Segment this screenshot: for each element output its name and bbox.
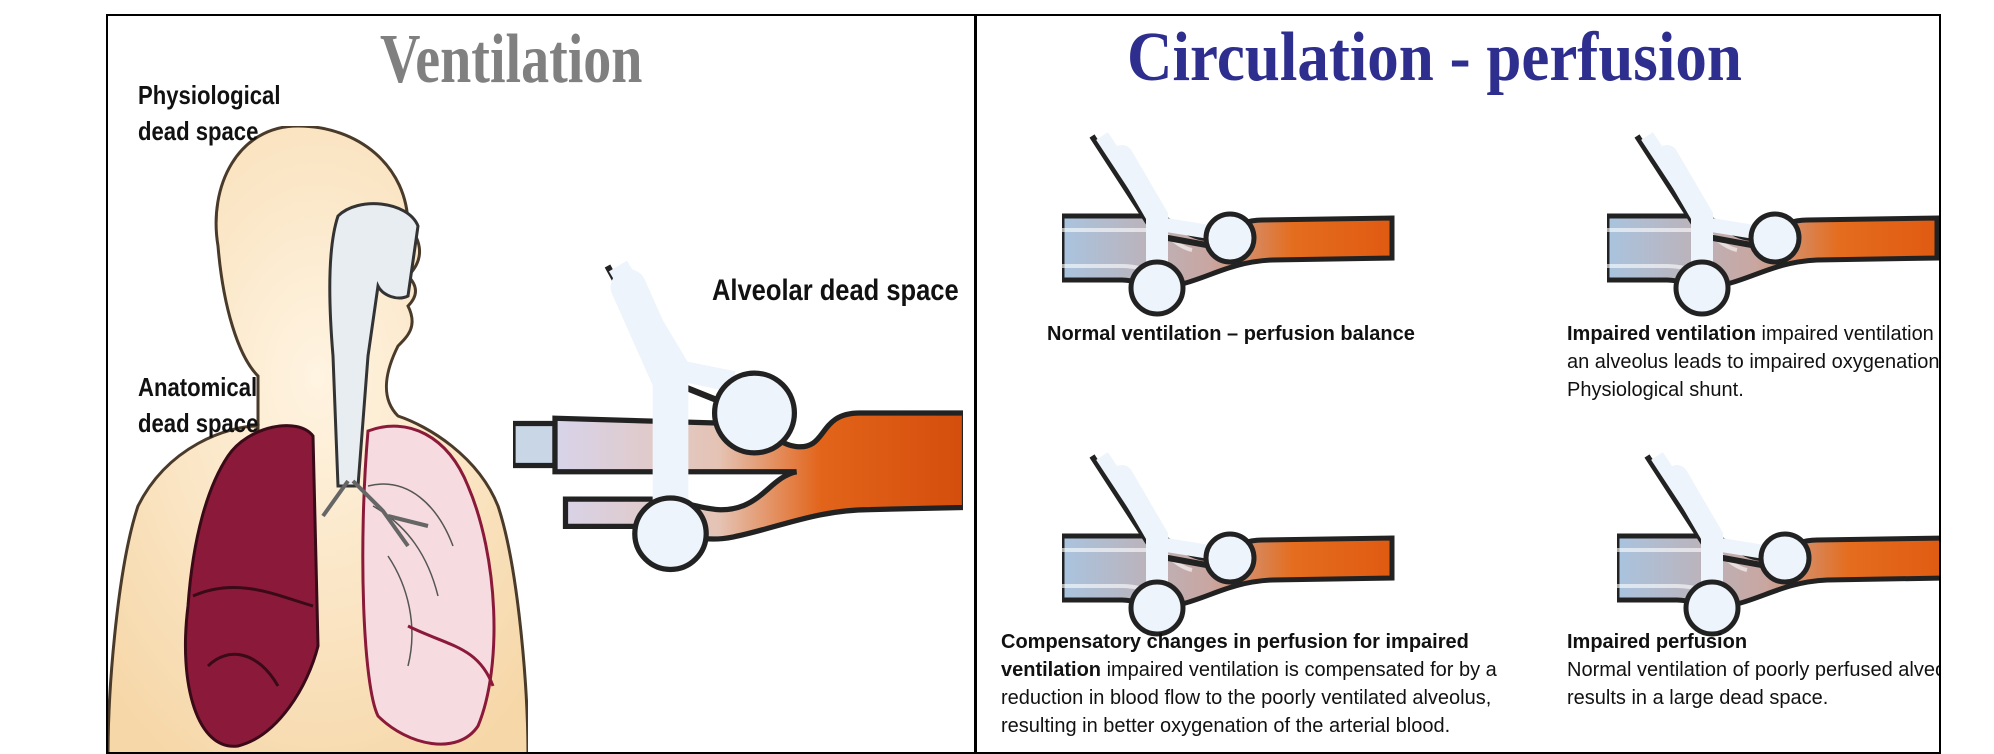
right-lung-shape [361,424,496,746]
alveolus-closeup [513,260,963,573]
unit-impaired-ventilation [1607,126,1941,326]
ventilation-title: Ventilation [380,21,643,98]
caption-normal: Normal ventilation – perfusion balance [1047,323,1415,345]
physiological-label-line2: dead space [138,116,259,146]
caption-compensatory: Compensatory changes in perfusion for im… [1001,631,1497,737]
anatomical-label-line2: dead space [138,408,259,438]
ventilation-panel: Ventilation Physiological dead space Ana… [106,14,976,754]
circulation-panel: Circulation - perfusion Normal ventilati… [975,14,1941,754]
circulation-title: Circulation - perfusion [1127,19,1742,96]
physiological-label-line1: Physiological [138,80,281,110]
caption-impaired-ventilation: Impaired ventilation impaired ventilatio… [1567,323,1941,401]
alveolar-dead-space-label: Alveolar dead space [712,274,959,307]
human-respiratory-figure [108,126,528,752]
unit-normal [1062,126,1422,326]
anatomical-label-line1: Anatomical [138,372,258,402]
unit-impaired-perfusion [1617,446,1941,646]
unit-compensatory [1062,446,1422,646]
